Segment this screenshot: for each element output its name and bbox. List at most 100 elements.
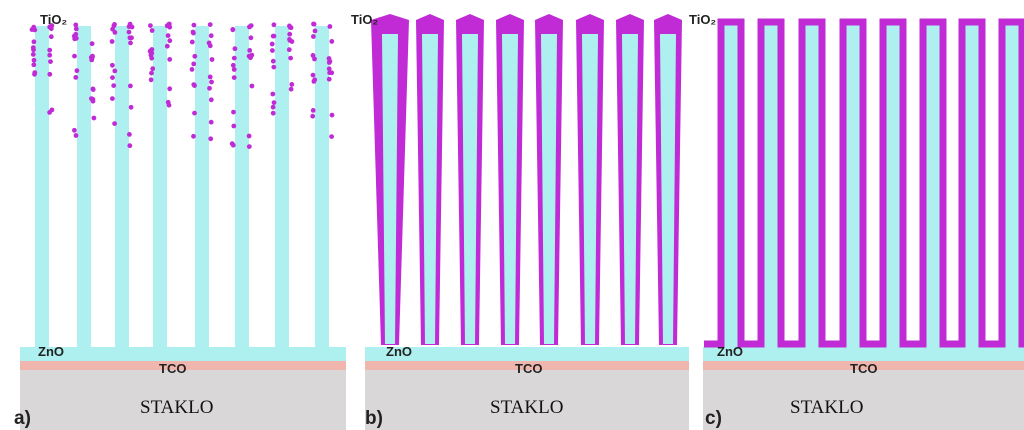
- tio2-particle: [191, 22, 197, 28]
- tio2-particle: [208, 33, 214, 39]
- tio2-particle: [312, 28, 318, 34]
- nanorod: [153, 26, 167, 348]
- tio2-particle: [72, 53, 77, 59]
- tio2-particle: [229, 141, 235, 147]
- tio2-particle: [231, 55, 237, 61]
- tio2-particle: [311, 79, 317, 84]
- tio2-label: TiO₂: [40, 12, 67, 27]
- tio2-particle: [270, 48, 275, 53]
- tio2-particle: [192, 110, 197, 116]
- tio2-particle: [30, 52, 36, 57]
- tio2-particle: [310, 53, 316, 58]
- nanorod: [502, 34, 518, 344]
- tio2-particle: [148, 77, 154, 83]
- tio2-particle: [47, 47, 53, 53]
- tio2-particle: [207, 43, 213, 49]
- zno-seed-layer: [703, 347, 1024, 361]
- tio2-particle: [207, 22, 213, 27]
- tio2-conformal-shell: [704, 18, 1024, 348]
- tio2-particle: [73, 26, 79, 32]
- tio2-particle: [149, 70, 154, 76]
- zno-label: ZnO: [386, 344, 412, 359]
- tio2-particle: [128, 40, 133, 46]
- tio2-particle: [167, 86, 173, 92]
- tio2-particle: [112, 68, 118, 74]
- panel-a: TiO₂ ZnO TCO STAKLO a): [14, 12, 346, 430]
- tio2-particle: [189, 67, 195, 72]
- tio2-particle: [167, 38, 173, 44]
- glass-substrate: [20, 368, 346, 430]
- tio2-particle: [110, 75, 115, 80]
- tio2-particle: [126, 29, 132, 35]
- tio2-particle: [231, 123, 237, 129]
- tio2-particle: [165, 33, 171, 38]
- tio2-particle: [289, 39, 295, 44]
- tio2-particle: [127, 143, 133, 149]
- panel-letter: b): [365, 408, 383, 429]
- tio2-particle: [271, 22, 277, 28]
- nanorod: [660, 34, 676, 344]
- tio2-particle: [288, 86, 294, 92]
- tio2-particle: [270, 104, 276, 110]
- tio2-particle: [269, 41, 275, 47]
- tio2-particle: [127, 83, 133, 89]
- nanorod: [462, 34, 478, 344]
- tio2-particle: [191, 61, 197, 67]
- tio2-particle: [311, 21, 317, 27]
- tio2-particle: [90, 87, 96, 92]
- tio2-particle: [164, 43, 170, 49]
- tio2-particle: [312, 56, 317, 62]
- tio2-particle: [207, 85, 212, 91]
- tio2-particle: [287, 23, 292, 29]
- tio2-particles: [29, 21, 335, 150]
- tio2-particle: [270, 33, 276, 39]
- nanorod: [35, 26, 49, 348]
- tio2-particle: [246, 133, 252, 139]
- tio2-particle: [190, 29, 196, 35]
- zno-label: ZnO: [717, 344, 743, 359]
- panel-b: TiO₂ ZnO TCO STAKLO b): [351, 12, 689, 430]
- tio2-particle: [208, 136, 214, 142]
- nanorod: [764, 24, 778, 347]
- panel-letter: c): [705, 408, 722, 429]
- tio2-particle: [149, 28, 155, 33]
- tio2-particle: [30, 45, 36, 50]
- nanorod: [926, 24, 940, 347]
- zno-nanorods: [35, 26, 329, 348]
- tio2-particle: [326, 60, 332, 65]
- panel-c: TiO₂ ZnO TCO STAKLO c): [689, 12, 1024, 430]
- tio2-particle: [90, 96, 96, 102]
- tio2-particle: [207, 74, 213, 80]
- tio2-particle: [286, 47, 292, 53]
- tio2-particle: [289, 82, 295, 87]
- tio2-particle: [31, 57, 37, 63]
- tio2-particle: [148, 52, 154, 58]
- tio2-particle: [310, 113, 316, 119]
- tio2-particle: [310, 108, 316, 113]
- nanorod: [846, 24, 860, 347]
- tco-layer: [20, 360, 346, 370]
- tio2-particle: [249, 83, 255, 89]
- nanorod: [382, 34, 398, 344]
- tio2-particle: [91, 115, 97, 121]
- tio2-particle: [329, 70, 335, 76]
- glass-substrate: [365, 368, 689, 430]
- tio2-particle: [327, 24, 333, 29]
- nanorod: [315, 26, 329, 348]
- nanorod: [1005, 24, 1019, 347]
- tio2-particle: [192, 53, 198, 59]
- tco-layer: [365, 360, 689, 370]
- nanorod: [582, 34, 598, 344]
- tio2-particle: [110, 62, 115, 68]
- tio2-particle: [112, 121, 117, 126]
- tio2-particle: [31, 62, 37, 68]
- nanorod: [195, 26, 209, 348]
- tio2-particle: [111, 83, 117, 88]
- tio2-particle: [148, 23, 153, 28]
- nanorod: [724, 24, 738, 347]
- nanorod: [77, 26, 91, 348]
- tio2-particle: [326, 56, 332, 61]
- tio2-particle: [47, 52, 53, 58]
